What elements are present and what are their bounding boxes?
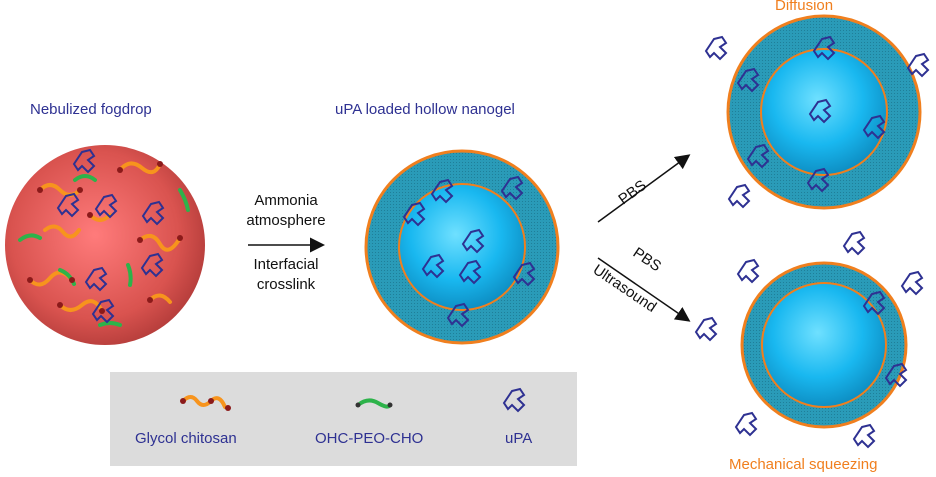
upa-protein-icon (56, 192, 80, 218)
step-label-top: Ammonia atmosphere (236, 191, 336, 231)
upa-protein-icon (862, 290, 886, 316)
upa-protein-icon (842, 230, 866, 256)
upa-protein-icon (141, 200, 165, 226)
arrow-pbs (597, 154, 691, 223)
diffusion-core (760, 48, 888, 176)
crosslink-dots (27, 161, 183, 314)
step-label-atmosphere: atmosphere (246, 212, 326, 229)
upa-protein-icon (734, 411, 758, 437)
step-label-bottom: Interfacial crosslink (236, 255, 336, 295)
upa-protein-icon (746, 143, 770, 169)
upa-protein-icon (900, 270, 924, 296)
upa-protein-icon (812, 35, 836, 61)
upa-protein-icon (91, 298, 115, 324)
upa-protein-icon (806, 167, 830, 193)
legend-chitosan-icon (180, 395, 231, 411)
squeezing-core (761, 282, 887, 408)
legend-box (110, 372, 577, 466)
legend-peo-icon (355, 398, 393, 409)
upa-protein-icon (500, 175, 524, 201)
legend-upa-icon (502, 387, 526, 413)
upa-protein-icon (458, 259, 482, 285)
upa-protein-icon (808, 98, 832, 124)
legend-upa-label: uPA (505, 430, 533, 447)
upa-protein-icon (736, 258, 760, 284)
step-label-interfacial: Interfacial (253, 256, 319, 273)
arrow-lower-label-1: PBS (630, 244, 664, 275)
diffusion-label: Diffusion (775, 0, 834, 14)
upa-protein-icon (512, 261, 536, 287)
upa-protein-icon (694, 316, 718, 342)
step-label-ammonia: Ammonia (254, 192, 318, 209)
upa-protein-icon (402, 201, 426, 227)
upa-protein-icon (736, 67, 760, 93)
upa-icons (56, 35, 930, 449)
arrow-pbs-ultrasound (597, 257, 691, 322)
legend-peo-label: OHC-PEO-CHO (315, 430, 424, 447)
upa-protein-icon (862, 114, 886, 140)
upa-protein-icon (72, 148, 96, 174)
legend-chitosan-label: Glycol chitosan (135, 430, 237, 447)
upa-protein-icon (430, 178, 454, 204)
upa-protein-icon (446, 302, 470, 328)
upa-protein-icon (704, 35, 728, 61)
upa-protein-icon (461, 228, 485, 254)
upa-protein-icon (94, 193, 118, 219)
upa-protein-icon (727, 183, 751, 209)
upa-protein-icon (84, 266, 108, 292)
step-label-crosslink: crosslink (256, 276, 316, 293)
upa-protein-icon (421, 253, 445, 279)
nanogel-title: uPA loaded hollow nanogel (335, 101, 515, 118)
upa-protein-icon (852, 423, 876, 449)
squeezing-label: Mechanical squeezing (729, 456, 878, 473)
upa-protein-icon (140, 252, 164, 278)
fogdrop-title: Nebulized fogdrop (30, 101, 152, 118)
upa-protein-icon (884, 362, 908, 388)
arrow-upper-label: PBS (615, 177, 649, 208)
upa-protein-icon (906, 52, 930, 78)
nanogel-core (398, 183, 526, 311)
